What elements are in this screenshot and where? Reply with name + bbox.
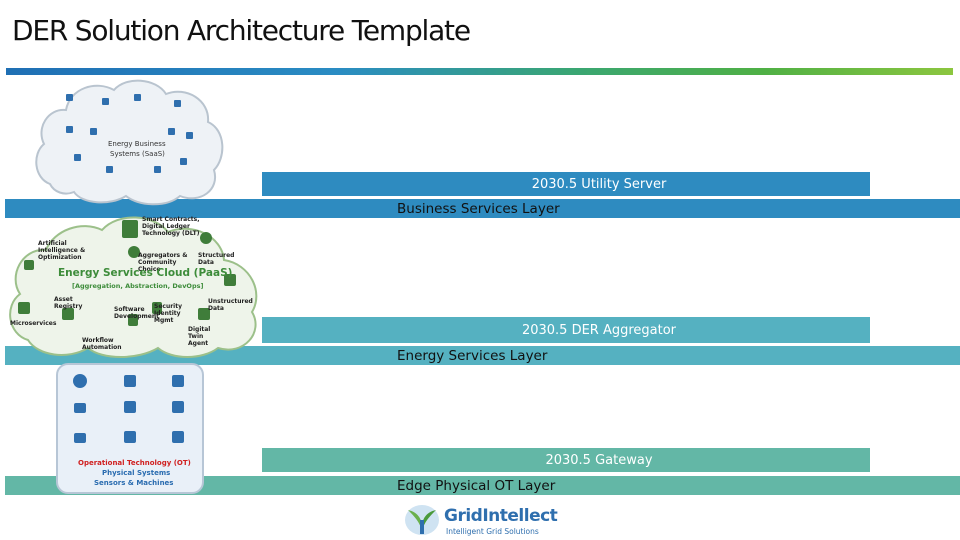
gridintellect-logo: GridIntellect Intelligent Grid Solutions (402, 500, 562, 538)
paas-item-software-development: Software Development (114, 306, 159, 320)
layer-business-services-label: Business Services Layer (397, 200, 560, 217)
ot-sublabel-sensors: Sensors & Machines (94, 479, 174, 487)
band-der-aggregator: 2030.5 DER Aggregator (262, 317, 870, 343)
layer-edge-physical-ot-label: Edge Physical OT Layer (397, 477, 556, 494)
layer-energy-services-label: Energy Services Layer (397, 347, 548, 364)
saas-cloud-illustration: Energy Business Systems (SaaS) (30, 74, 230, 206)
paas-item-ai: Artificial Intelligence & Optimization (38, 240, 86, 261)
paas-item-digital-twin: Digital Twin Agent (188, 326, 211, 347)
paas-item-workflow: Workflow Automation (82, 337, 122, 351)
ot-device-icons (73, 374, 184, 443)
paas-item-microservices: Microservices (10, 320, 57, 327)
page-title: DER Solution Architecture Template (12, 14, 471, 47)
ot-label: Operational Technology (OT) (78, 459, 191, 467)
saas-label-line2: Systems (SaaS) (110, 150, 165, 158)
paas-item-asset-registry: Asset Registry (54, 296, 83, 310)
saas-label-line1: Energy Business (108, 140, 166, 148)
paas-item-unstructured-data: Unstructured Data (208, 298, 253, 312)
ot-sublabel-physical: Physical Systems (102, 469, 171, 477)
saas-cloud-icon (35, 79, 224, 206)
paas-item-security: Security Identity Mgmt (154, 303, 183, 324)
logo-tagline: Intelligent Grid Solutions (446, 527, 539, 536)
paas-cloud-illustration: Artificial Intelligence & Optimization S… (2, 210, 264, 360)
paas-sublabel: [Aggregation, Abstraction, DevOps] (72, 282, 204, 290)
band-utility-server: 2030.5 Utility Server (262, 172, 870, 196)
layer-energy-services: Energy Services Layer (5, 346, 960, 365)
paas-cloud-icon (9, 216, 258, 358)
paas-item-structured-data: Structured Data (198, 252, 235, 266)
band-gateway-label: 2030.5 Gateway (545, 452, 653, 468)
paas-item-dlt: Smart Contracts, Digital Ledger Technolo… (142, 216, 200, 237)
title-divider-bar (6, 68, 953, 75)
band-utility-server-label: 2030.5 Utility Server (531, 176, 667, 192)
leaf-plug-icon (405, 505, 439, 535)
band-der-aggregator-label: 2030.5 DER Aggregator (521, 322, 677, 338)
layer-business-services: Business Services Layer (5, 199, 960, 218)
layer-edge-physical-ot: Edge Physical OT Layer (5, 476, 960, 495)
paas-item-aggregators: Aggregators & Community Choice (138, 252, 188, 273)
ot-panel-illustration: Operational Technology (OT) Physical Sys… (56, 363, 204, 494)
paas-label: Energy Services Cloud (PaaS) (58, 267, 233, 279)
band-gateway: 2030.5 Gateway (262, 448, 870, 472)
logo-name: GridIntellect (444, 506, 558, 526)
